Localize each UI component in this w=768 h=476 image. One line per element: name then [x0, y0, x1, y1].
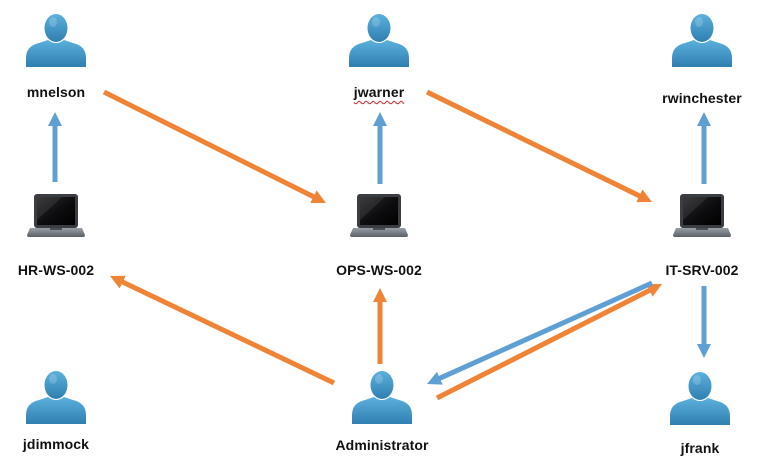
node-label-jdimmock: jdimmock	[22, 436, 90, 452]
user-icon	[670, 372, 730, 425]
node-label-jwarner: jwarner	[353, 84, 405, 100]
edge-ops-ws-002-to-jwarner	[373, 112, 387, 184]
arrowhead-icon	[373, 288, 387, 302]
node-label-mnelson: mnelson	[26, 84, 86, 100]
node-label-rwinchester: rwinchester	[662, 90, 742, 106]
edge-mnelson-to-ops-ws-002	[102, 89, 326, 203]
nodes-layer	[26, 14, 732, 425]
edge-hr-ws-002-to-mnelson	[48, 112, 62, 182]
arrowhead-icon	[373, 112, 387, 126]
node-label-administrator: Administrator	[335, 437, 429, 453]
laptop-icon	[27, 194, 85, 237]
edge-it-srv-002-to-administrator	[427, 280, 654, 385]
edge-administrator-to-ops-ws-002	[373, 288, 387, 364]
edge-it-srv-002-to-jfrank	[697, 286, 711, 358]
arrowhead-icon	[427, 371, 443, 385]
laptop-icon	[350, 194, 408, 237]
arrowhead-icon	[697, 112, 711, 126]
edge-administrator-to-hr-ws-002	[110, 275, 336, 386]
arrowhead-icon	[310, 190, 326, 203]
node-label-jfrank: jfrank	[680, 440, 720, 456]
node-label-ops-ws-002: OPS-WS-002	[336, 262, 422, 278]
user-icon	[352, 371, 412, 424]
user-icon	[672, 14, 732, 67]
edges-layer	[48, 89, 711, 401]
node-label-it-srv-002: IT-SRV-002	[665, 262, 739, 278]
edge-it-srv-002-to-rwinchester	[697, 112, 711, 184]
edge-administrator-to-it-srv-002	[435, 284, 662, 401]
user-icon	[26, 14, 86, 67]
arrowhead-icon	[110, 275, 126, 289]
edge-jwarner-to-it-srv-002	[425, 89, 652, 203]
user-icon	[26, 371, 86, 424]
arrowhead-icon	[636, 189, 652, 203]
laptop-icon	[673, 194, 731, 237]
arrowhead-icon	[646, 284, 662, 297]
arrowhead-icon	[697, 344, 711, 358]
node-label-hr-ws-002: HR-WS-002	[17, 262, 95, 278]
arrowhead-icon	[48, 112, 62, 126]
user-icon	[349, 14, 409, 67]
